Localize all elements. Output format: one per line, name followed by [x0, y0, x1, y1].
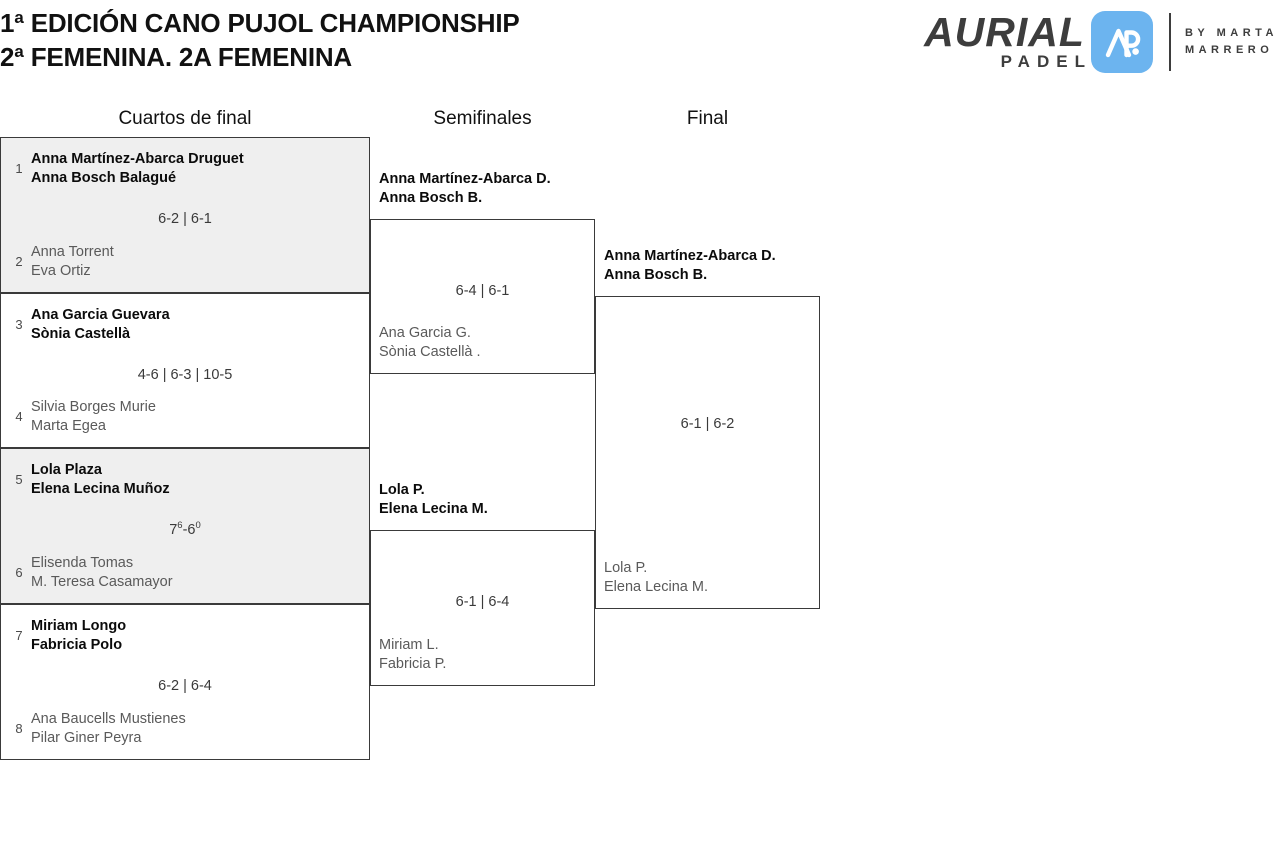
- page-header: 1ª EDICIÓN CANO PUJOL CHAMPIONSHIP 2ª FE…: [0, 0, 1280, 88]
- quarterfinal-match[interactable]: 7 Miriam Longo Fabricia Polo 6-2 | 6-4 8…: [0, 604, 370, 760]
- player-name: Anna Martínez-Abarca D.: [604, 248, 776, 264]
- bracket-team[interactable]: 3 Ana Garcia Guevara Sònia Castellà: [11, 306, 363, 343]
- player-name: Miriam L.: [379, 637, 439, 653]
- logo-byline-2: MARRERO: [1184, 44, 1274, 56]
- quarterfinal-match[interactable]: 5 Lola Plaza Elena Lecina Muñoz 76-60 6 …: [0, 448, 370, 604]
- seed-number: 8: [15, 721, 23, 736]
- player-name: Anna Martínez-Abarca Druguet: [31, 151, 244, 167]
- logo-divider: [1168, 13, 1171, 71]
- player-name: Anna Bosch B.: [604, 266, 708, 283]
- bracket-team[interactable]: 7 Miriam Longo Fabricia Polo: [11, 617, 363, 654]
- match-score: 6-2 | 6-1: [158, 211, 212, 227]
- team-players: Anna Martínez-Abarca Druguet Anna Bosch …: [31, 150, 244, 187]
- logo-byline-1: BY MARTA: [1184, 27, 1278, 39]
- player-name: Fabricia Polo: [31, 636, 123, 653]
- match-score: 4-6 | 6-3 | 10-5: [137, 367, 233, 383]
- bracket-team[interactable]: 6 Elisenda Tomas M. Teresa Casamayor: [11, 554, 363, 591]
- player-name: Elena Lecina M.: [379, 500, 488, 517]
- bracket-team[interactable]: Ana Garcia G. Sònia Castellà .: [379, 324, 481, 361]
- player-name: Ana Baucells Mustienes: [31, 711, 186, 727]
- player-name: Pilar Giner Peyra: [31, 729, 142, 746]
- player-name: Miriam Longo: [31, 618, 127, 634]
- round-header-quarterfinals: Cuartos de final: [118, 108, 252, 129]
- player-name: Lola Plaza: [31, 462, 102, 478]
- seed-number: 1: [15, 161, 23, 176]
- seed-number: 7: [15, 628, 23, 643]
- bracket-team[interactable]: Anna Martínez-Abarca D. Anna Bosch B.: [379, 170, 551, 207]
- seed-number: 4: [15, 409, 23, 424]
- tournament-bracket: Cuartos de final Semifinales Final 1 Ann…: [0, 88, 1280, 850]
- semifinal-match[interactable]: Anna Martínez-Abarca D. Anna Bosch B. 6-…: [370, 171, 595, 374]
- match-score: 6-1 | 6-2: [680, 416, 735, 432]
- player-name: Anna Martínez-Abarca D.: [379, 171, 551, 187]
- player-name: Ana Garcia G.: [379, 325, 471, 341]
- bracket-team[interactable]: Lola P. Elena Lecina M.: [604, 559, 708, 596]
- bracket-team[interactable]: 5 Lola Plaza Elena Lecina Muñoz: [11, 461, 363, 498]
- player-name: Ana Garcia Guevara: [31, 307, 170, 323]
- bracket-team[interactable]: 4 Silvia Borges Murie Marta Egea: [11, 398, 363, 435]
- bracket-team[interactable]: 1 Anna Martínez-Abarca Druguet Anna Bosc…: [11, 150, 363, 187]
- team-players: Ana Baucells Mustienes Pilar Giner Peyra: [31, 710, 186, 747]
- player-name: Anna Bosch B.: [379, 189, 483, 206]
- logo-wordmark: AURIAL PADEL: [924, 12, 1085, 72]
- team-players: Silvia Borges Murie Marta Egea: [31, 398, 156, 435]
- team-players: Anna Torrent Eva Ortiz: [31, 243, 114, 280]
- player-name: Sònia Castellà: [31, 325, 131, 342]
- player-name: Lola P.: [604, 560, 648, 576]
- player-name: Anna Torrent: [31, 244, 114, 260]
- logo-byline: BY MARTA MARRERO: [1185, 25, 1278, 59]
- quarterfinal-match[interactable]: 3 Ana Garcia Guevara Sònia Castellà 4-6 …: [0, 293, 370, 448]
- round-header-final: Final: [686, 108, 729, 129]
- bracket-team[interactable]: 2 Anna Torrent Eva Ortiz: [11, 243, 363, 280]
- player-name: M. Teresa Casamayor: [31, 573, 173, 590]
- final-match[interactable]: Anna Martínez-Abarca D. Anna Bosch B. 6-…: [595, 248, 820, 609]
- player-name: Lola P.: [379, 482, 425, 498]
- player-name: Eva Ortiz: [31, 262, 91, 279]
- player-name: Silvia Borges Murie: [31, 399, 156, 415]
- match-score: 6-4 | 6-1: [455, 283, 510, 299]
- title-line-1: 1ª EDICIÓN CANO PUJOL CHAMPIONSHIP: [0, 8, 520, 38]
- player-name: Elena Lecina Muñoz: [31, 480, 170, 497]
- title-line-2: 2ª FEMENINA. 2A FEMENINA: [0, 42, 353, 72]
- match-score: 76-60: [169, 520, 201, 538]
- bracket-team[interactable]: 8 Ana Baucells Mustienes Pilar Giner Pey…: [11, 710, 363, 747]
- player-name: Fabricia P.: [379, 655, 447, 672]
- tournament-title: 1ª EDICIÓN CANO PUJOL CHAMPIONSHIP 2ª FE…: [0, 6, 520, 74]
- team-players: Elisenda Tomas M. Teresa Casamayor: [31, 554, 173, 591]
- aurial-padel-logo: AURIAL PADEL BY MARTA MARRERO: [924, 10, 1278, 74]
- match-score: 6-1 | 6-4: [455, 594, 510, 610]
- logo-padel-text: PADEL: [1000, 52, 1092, 71]
- bracket-team[interactable]: Miriam L. Fabricia P.: [379, 636, 446, 673]
- round-header-semifinals: Semifinales: [433, 108, 532, 129]
- player-name: Sònia Castellà .: [379, 343, 481, 360]
- team-players: Ana Garcia Guevara Sònia Castellà: [31, 306, 170, 343]
- player-name: Marta Egea: [31, 417, 106, 434]
- seed-number: 6: [15, 565, 23, 580]
- player-name: Elisenda Tomas: [31, 555, 134, 571]
- quarterfinal-match[interactable]: 1 Anna Martínez-Abarca Druguet Anna Bosc…: [0, 137, 370, 293]
- player-name: Elena Lecina M.: [604, 578, 708, 595]
- ap-monogram-icon: [1090, 11, 1153, 73]
- semifinal-match[interactable]: Lola P. Elena Lecina M. 6-1 | 6-4 Miriam…: [370, 482, 595, 686]
- seed-number: 5: [15, 472, 23, 487]
- seed-number: 3: [15, 317, 23, 332]
- team-players: Lola Plaza Elena Lecina Muñoz: [31, 461, 170, 498]
- logo-aurial-text: AURIAL: [924, 9, 1085, 55]
- team-players: Miriam Longo Fabricia Polo: [31, 617, 126, 654]
- match-score: 6-2 | 6-4: [158, 678, 212, 694]
- bracket-team[interactable]: Anna Martínez-Abarca D. Anna Bosch B.: [604, 247, 776, 284]
- seed-number: 2: [15, 254, 23, 269]
- player-name: Anna Bosch Balagué: [31, 169, 177, 186]
- bracket-team[interactable]: Lola P. Elena Lecina M.: [379, 481, 488, 518]
